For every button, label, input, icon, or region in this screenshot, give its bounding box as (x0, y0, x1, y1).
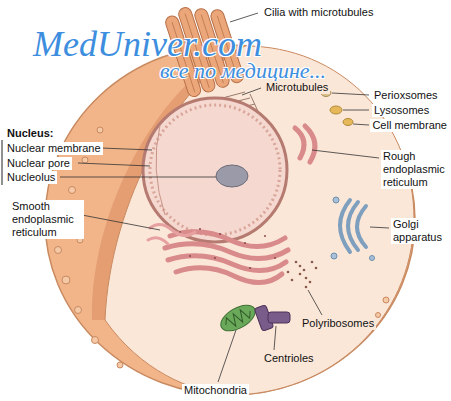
ribosome-dots (199, 228, 201, 230)
ribosome-dots (179, 231, 181, 233)
surface-vesicles (69, 187, 76, 194)
polyribosomes (305, 286, 308, 289)
surface-vesicles (376, 313, 381, 318)
leader-lines (60, 177, 216, 178)
centrioles (268, 312, 290, 323)
polyribosomes (315, 267, 318, 270)
surface-vesicles (383, 297, 389, 303)
surface-vesicles (62, 276, 70, 284)
golgi-apparatus (340, 200, 366, 252)
leader-lines (101, 148, 152, 150)
ribosome-dots (244, 242, 246, 244)
callout-label: Golgi apparatus (391, 218, 449, 244)
nucleus-bracket (2, 140, 3, 185)
ribosome-dots (189, 255, 191, 257)
leader-lines (353, 124, 369, 125)
leader-lines (312, 150, 379, 158)
ribosome-dots (264, 235, 266, 237)
lysosomes (330, 106, 353, 126)
callout-label: Lysosomes (372, 104, 431, 117)
mitochondrion (217, 300, 260, 336)
callout-label: Polyribosomes (300, 317, 376, 330)
leader-lines (274, 326, 276, 350)
nucleus (216, 165, 248, 187)
callout-label: Nuclear membrane (5, 142, 103, 155)
rough-er (305, 126, 315, 162)
golgi-vesicles (370, 256, 375, 261)
lysosomes (330, 106, 342, 114)
surface-vesicles (97, 127, 103, 133)
surface-vesicles (92, 337, 99, 344)
leader-lines (370, 227, 389, 228)
callout-label: Mitochondria (182, 384, 249, 397)
ribosome-dots (214, 257, 216, 259)
group-heading: Nucleus: (5, 127, 55, 140)
lysosomes (343, 119, 353, 126)
polyribosomes (299, 273, 302, 276)
rough-er (176, 268, 282, 283)
polyribosomes (287, 271, 290, 274)
leader-lines (218, 330, 236, 382)
cell-body (45, 45, 415, 395)
callout-label: Smooth endoplasmic reticulum (10, 200, 84, 239)
polyribosomes (295, 261, 298, 264)
callout-label: Nuclear pore (5, 157, 72, 170)
rough-er (295, 128, 304, 158)
rough-er (165, 126, 315, 283)
centrioles (254, 305, 290, 332)
leader-lines (332, 93, 369, 95)
surface-vesicles (55, 247, 62, 254)
nucleus (150, 105, 280, 235)
ribosome-dots (219, 233, 221, 235)
surface-vesicles (117, 362, 123, 368)
golgi-apparatus (357, 206, 366, 247)
golgi-vesicles (331, 197, 375, 261)
callout-label: Cell membrane (370, 119, 449, 132)
polyribosomes (299, 265, 302, 268)
callout-label: Nucleolus (5, 171, 57, 184)
mitochondrion (217, 300, 260, 336)
callout-label: Cilia with microtubules (262, 6, 375, 19)
cell-body (45, 45, 415, 395)
smooth-er (148, 238, 168, 244)
mitochondrion (223, 306, 253, 330)
surface-vesicles (75, 307, 82, 314)
leader-lines (60, 13, 389, 382)
nucleus-bracket (2, 140, 3, 185)
ribosome-dots (249, 267, 251, 269)
leader-lines (82, 215, 160, 230)
polyribosomes (287, 261, 318, 289)
callout-label: Perioxsomes (372, 89, 440, 102)
cell-body (105, 46, 414, 395)
callout-label: Rough endoplasmic reticulum (381, 150, 449, 189)
leader-lines (343, 110, 369, 111)
golgi-vesicles (331, 253, 337, 259)
leader-lines (78, 163, 150, 166)
callout-label: Centrioles (262, 352, 316, 365)
polyribosomes (309, 281, 312, 284)
leader-lines (242, 88, 261, 95)
golgi-vesicles (333, 197, 339, 203)
smooth-er (148, 224, 195, 244)
polyribosomes (311, 261, 314, 264)
polyribosomes (291, 279, 294, 282)
polyribosomes (305, 277, 308, 280)
ribosome-dots (274, 257, 276, 259)
nucleus (156, 125, 165, 215)
leader-lines (230, 13, 258, 22)
callout-label: Microtubules (264, 81, 330, 94)
smooth-er (150, 224, 195, 235)
nucleus (143, 98, 287, 242)
nucleus (143, 98, 287, 242)
surface-vesicles (82, 157, 88, 163)
polyribosomes (303, 269, 306, 272)
leader-lines (308, 290, 322, 315)
